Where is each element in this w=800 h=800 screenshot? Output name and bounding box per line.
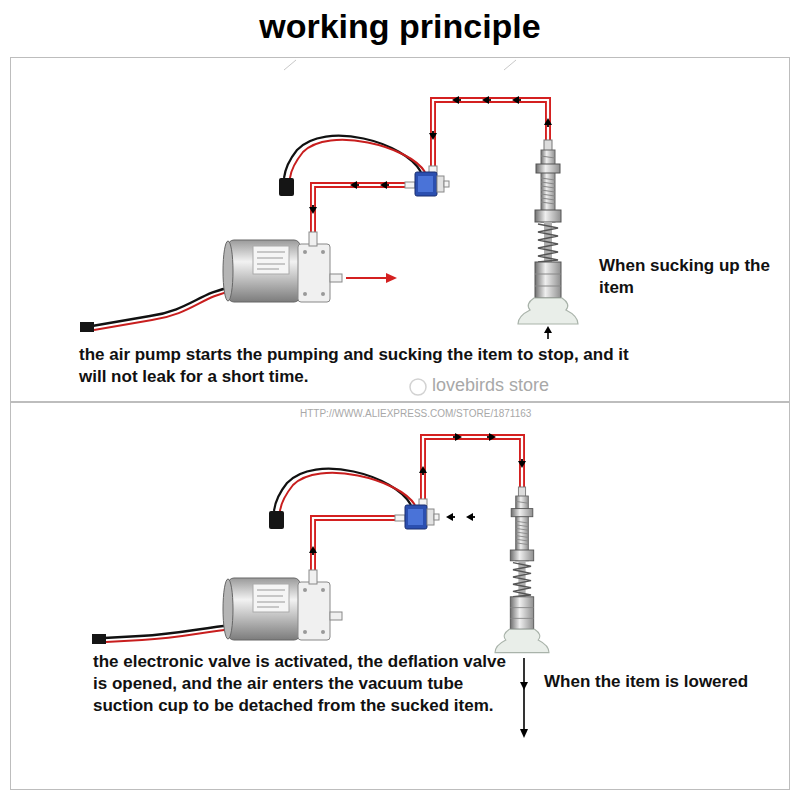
flow-arrow bbox=[429, 131, 437, 140]
air-pump bbox=[223, 570, 342, 640]
step-description: the electronic valve is activated, the d… bbox=[93, 651, 518, 717]
air-pump bbox=[223, 232, 342, 302]
flow-arrow bbox=[544, 118, 552, 127]
flow-arrow bbox=[350, 181, 359, 189]
flow-arrow bbox=[452, 96, 461, 104]
lift-arrow-head bbox=[544, 326, 552, 333]
flow-arrow bbox=[482, 96, 491, 104]
solenoid-valve bbox=[279, 136, 449, 196]
watermark-logo bbox=[410, 379, 426, 395]
lower-arrow-head bbox=[520, 729, 528, 738]
exhaust-arrow bbox=[346, 277, 388, 279]
flow-arrow bbox=[518, 459, 526, 468]
flow-arrow bbox=[419, 466, 427, 475]
flow-arrow bbox=[512, 96, 521, 104]
solenoid-valve bbox=[269, 469, 439, 529]
suction-cup-assembly bbox=[495, 487, 549, 653]
flow-arrow bbox=[446, 513, 455, 521]
wire-tip bbox=[80, 322, 94, 332]
flow-arrow bbox=[309, 205, 317, 214]
lower-arrow bbox=[523, 658, 525, 730]
flow-arrow bbox=[380, 181, 389, 189]
pump-wire bbox=[92, 287, 233, 326]
diagram-title: working principle bbox=[0, 8, 800, 45]
suction-cup-assembly bbox=[518, 140, 578, 324]
flow-arrow bbox=[309, 546, 317, 555]
flow-arrow bbox=[466, 513, 475, 521]
decor-mark bbox=[284, 60, 516, 70]
flow-arrow bbox=[453, 433, 462, 441]
exhaust-arrow-head bbox=[386, 273, 397, 283]
watermark: HTTP://WWW.ALIEXPRESS.COM/STORE/1871163 bbox=[300, 408, 531, 419]
step-heading: When sucking up the item bbox=[599, 255, 779, 299]
pump-wire bbox=[106, 629, 233, 642]
pump-wire bbox=[94, 291, 233, 330]
step-heading: When the item is lowered bbox=[544, 671, 748, 693]
lower-arrow-head bbox=[520, 682, 528, 690]
watermark: lovebirds store bbox=[432, 375, 549, 396]
wire-tip bbox=[92, 634, 106, 644]
panel-band: When the item is lowered the electronic v… bbox=[10, 402, 790, 790]
panel-band: When sucking up the itemthe air pump sta… bbox=[10, 57, 790, 402]
flow-arrow bbox=[487, 433, 496, 441]
